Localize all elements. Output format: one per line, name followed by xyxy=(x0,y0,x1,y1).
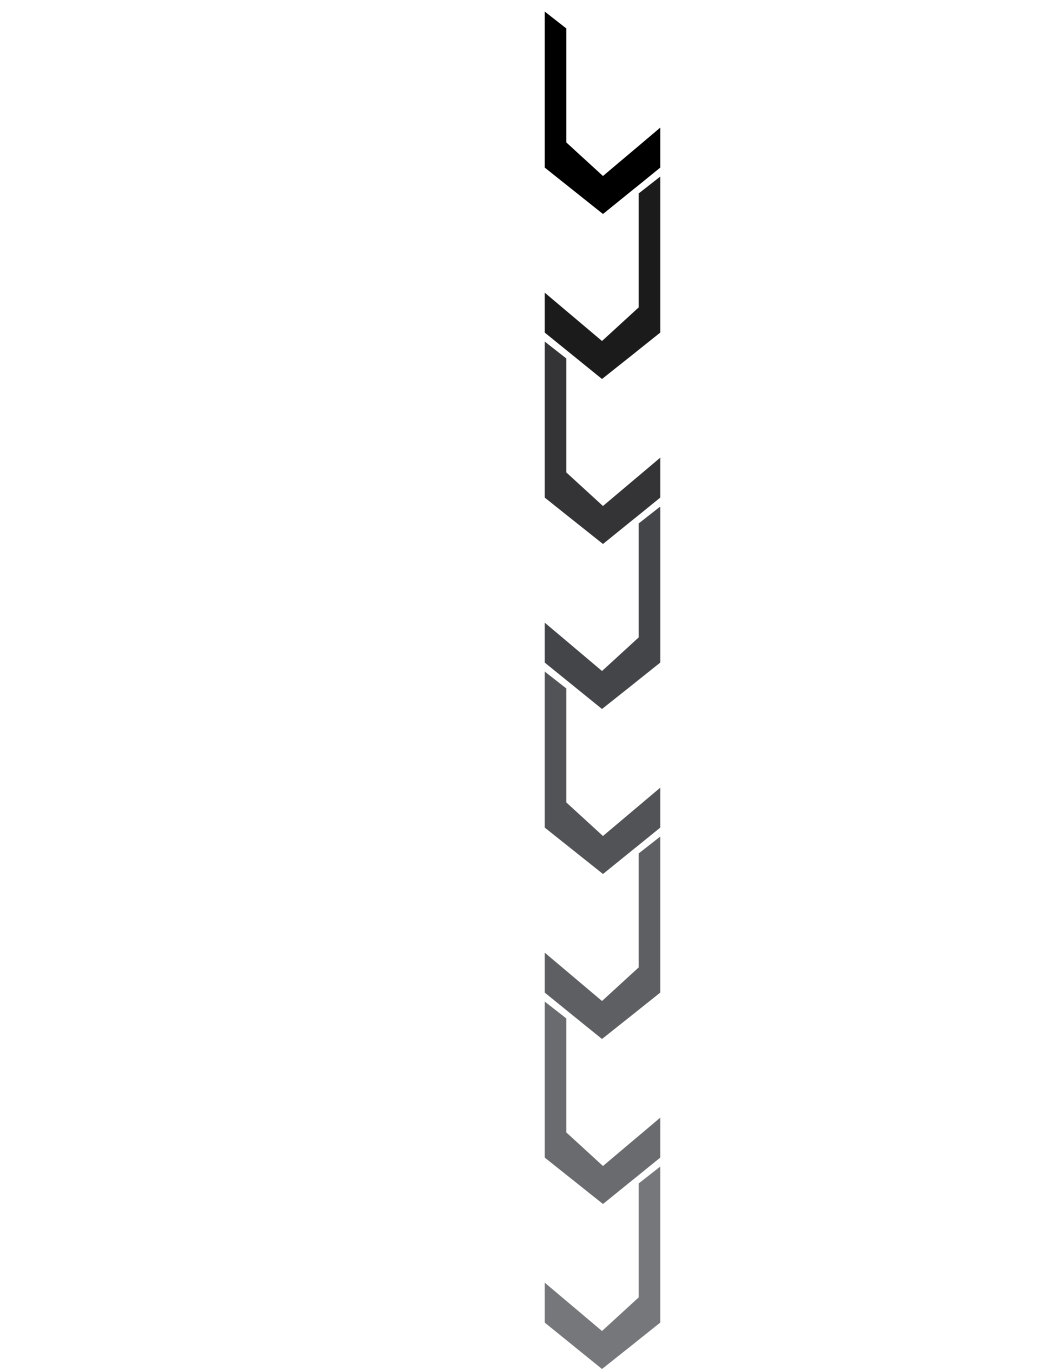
chevron-down-icon xyxy=(543,1163,662,1371)
chevron-down-icon xyxy=(543,173,662,381)
chevron-down-icon xyxy=(543,668,662,876)
chevron-down-icon xyxy=(543,338,662,546)
chevron-down-icon xyxy=(543,833,662,1041)
chevron-down-icon xyxy=(543,503,662,711)
chevron-down-icon xyxy=(543,998,662,1206)
chevron-down-icon xyxy=(543,8,662,216)
